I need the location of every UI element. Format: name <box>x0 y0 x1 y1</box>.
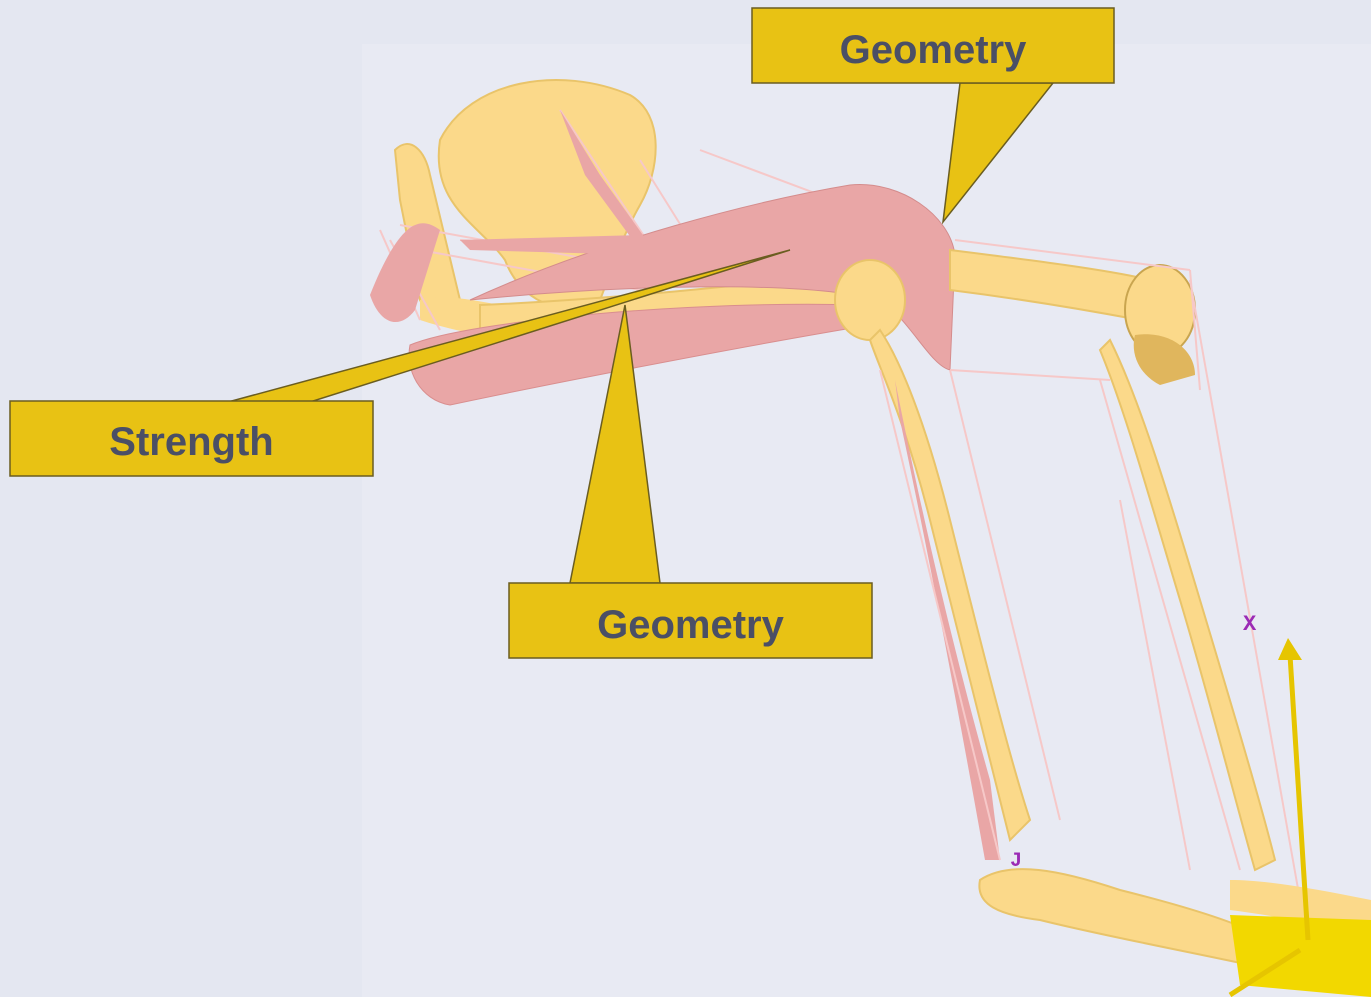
x-axis-label: X <box>1243 612 1256 637</box>
callout-geometry-middle: Geometry <box>509 605 872 645</box>
callout-geometry-top: Geometry <box>752 30 1114 70</box>
callout-strength: Strength <box>10 422 373 462</box>
j-axis-label: J <box>1010 850 1022 873</box>
